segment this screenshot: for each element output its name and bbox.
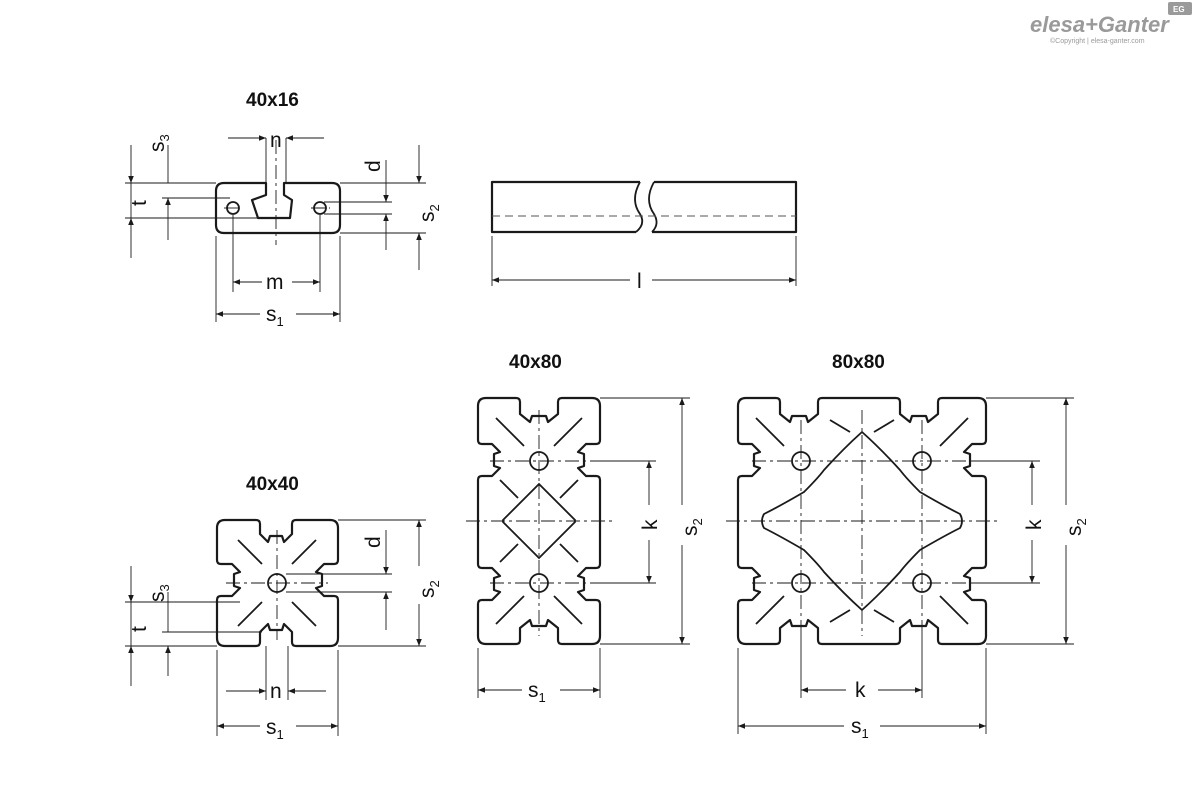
profile-40x40-title: 40x40 xyxy=(246,474,299,495)
dim-label-k-80x80-horizontal: k xyxy=(855,679,866,702)
profile-40x40-slot-arms xyxy=(237,539,317,627)
dim-label-s2: s2 xyxy=(416,204,442,222)
dim-label-s2-40x80: s2 xyxy=(679,518,705,536)
profile-40x80-center-cavity xyxy=(502,482,576,560)
profile-80x80: 80x80 k s2 k s1 xyxy=(726,352,1089,741)
profile-80x80-outline xyxy=(736,396,988,646)
dim-label-s2-80x80: s2 xyxy=(1063,518,1089,536)
dim-label-m: m xyxy=(266,271,284,294)
dim-label-k-40x80: k xyxy=(639,519,662,530)
profile-40x40-outline xyxy=(215,518,340,648)
profile-80x80-inner-arms xyxy=(755,417,969,625)
dim-label-k-80x80-vertical: k xyxy=(1023,519,1046,530)
profile-40x80: 40x80 k s2 s1 xyxy=(466,352,705,705)
profile-40x80-outline xyxy=(476,396,602,646)
logo-badge xyxy=(1168,2,1192,15)
dim-label-l: l xyxy=(637,270,642,293)
break-line-left xyxy=(634,181,644,233)
profile-40x16-outline xyxy=(214,181,342,235)
profile-40x16-title: 40x16 xyxy=(246,90,299,111)
dim-label-t-40x40: t xyxy=(128,626,151,632)
profile-40x40: 40x40 n s1 s3 t d xyxy=(125,474,442,742)
dim-label-s1: s1 xyxy=(266,303,284,329)
break-line-right xyxy=(648,181,658,233)
dim-label-s1-40x80: s1 xyxy=(528,679,546,705)
dim-label-s1-40x40: s1 xyxy=(266,716,284,742)
side-view-left-segment xyxy=(490,180,640,234)
profile-40x16: 40x16 n m s1 s3 t xyxy=(125,90,442,329)
profile-side-view: l xyxy=(490,180,798,293)
dim-label-s2-40x40: s2 xyxy=(416,580,442,598)
dim-label-s3-40x40: s3 xyxy=(146,584,172,602)
profile-40x80-inner-arms xyxy=(495,417,583,625)
dim-label-d: d xyxy=(362,160,385,172)
profile-80x80-title: 80x80 xyxy=(832,352,885,373)
dim-label-n-40x40: n xyxy=(270,680,282,703)
dim-label-n: n xyxy=(270,129,282,152)
dim-label-s3: s3 xyxy=(146,134,172,152)
logo-text: elesa+Ganter xyxy=(1030,12,1170,37)
side-view-right-segment xyxy=(652,180,798,234)
logo-badge-text: EG xyxy=(1173,5,1185,14)
dim-label-s1-80x80: s1 xyxy=(851,715,869,741)
brand-logo: elesa+Ganter EG ©Copyright | elesa-gante… xyxy=(1030,2,1192,45)
dim-label-t: t xyxy=(128,200,151,206)
copyright-text: ©Copyright | elesa-ganter.com xyxy=(1050,37,1145,45)
dim-label-d-40x40: d xyxy=(362,536,385,548)
profile-40x80-title: 40x80 xyxy=(509,352,562,373)
